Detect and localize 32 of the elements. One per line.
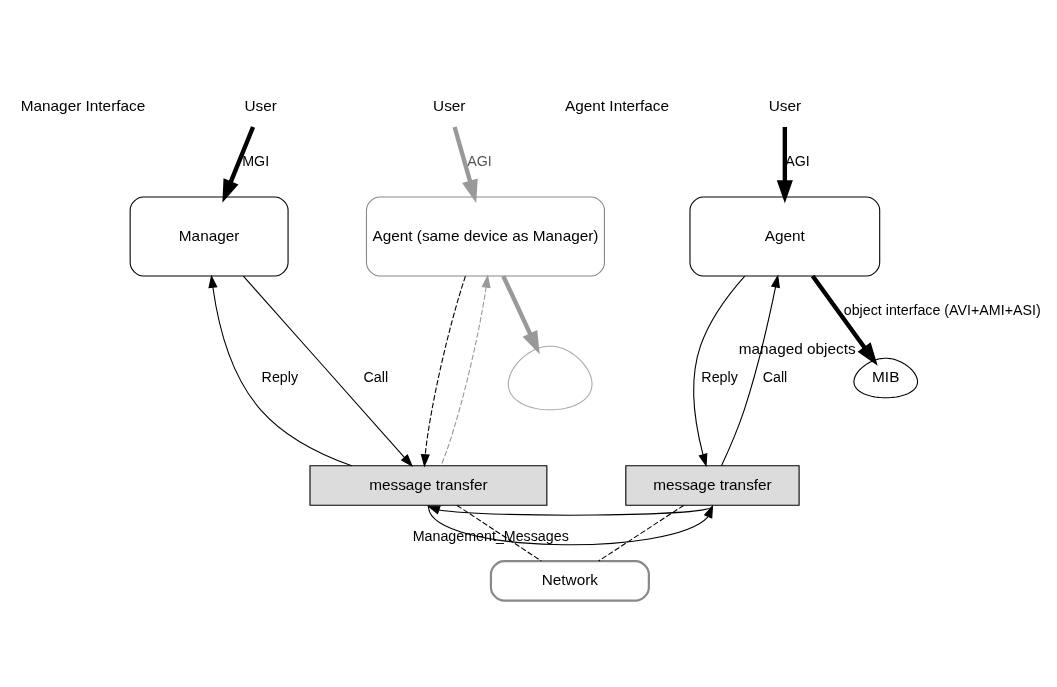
node-cloud bbox=[507, 345, 593, 410]
node-text: User bbox=[244, 96, 277, 114]
edge-label: Reply bbox=[261, 368, 299, 385]
arrow bbox=[208, 274, 353, 466]
node-box: message transfer bbox=[625, 464, 800, 506]
arrow bbox=[693, 274, 746, 467]
arrow bbox=[242, 275, 413, 467]
label: Manager Interface bbox=[20, 96, 146, 114]
node-box: Manager bbox=[129, 196, 289, 277]
arrow bbox=[420, 275, 466, 467]
edge-label: Reply bbox=[701, 368, 738, 385]
arrow bbox=[720, 273, 780, 466]
edge-label: AGI bbox=[467, 152, 492, 169]
label: Agent Interface bbox=[565, 96, 670, 114]
connector bbox=[598, 504, 685, 561]
edge-label: object interface (AVI+AMI+ASI) bbox=[843, 301, 1041, 318]
node-box: Network bbox=[489, 559, 650, 602]
arrow bbox=[776, 126, 793, 203]
node-text: User bbox=[768, 96, 802, 114]
arrow bbox=[440, 274, 491, 466]
arrow bbox=[222, 125, 256, 203]
node-box: Agent (same device as Manager) bbox=[365, 196, 605, 277]
arrow bbox=[426, 505, 713, 516]
arrow bbox=[810, 274, 878, 366]
node-box: Agent bbox=[689, 196, 881, 277]
node-box: message transfer bbox=[309, 464, 548, 506]
edge-label: Call bbox=[363, 368, 389, 385]
arrow bbox=[452, 125, 478, 203]
node-text: User bbox=[433, 96, 466, 114]
edge-label: MGI bbox=[242, 152, 270, 169]
arrow bbox=[501, 274, 540, 354]
edge-label: Call bbox=[762, 368, 788, 385]
